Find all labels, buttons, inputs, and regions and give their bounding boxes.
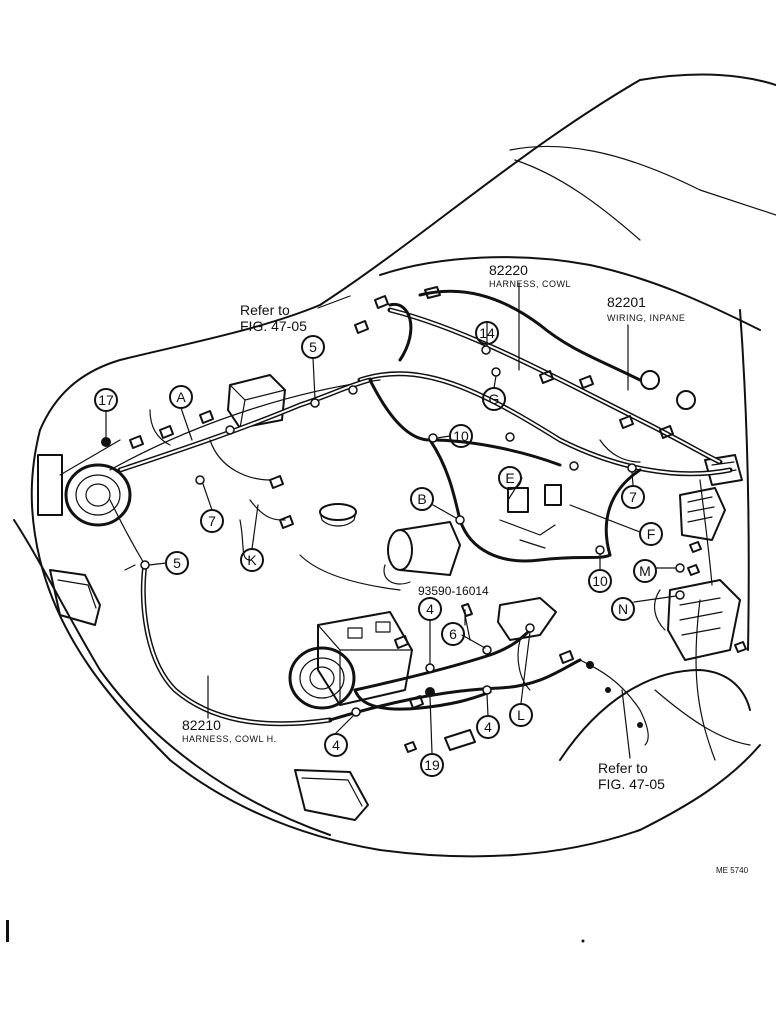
scan-speck [581, 939, 585, 943]
callout-B: B [410, 487, 434, 511]
callout-N: N [611, 597, 635, 621]
relay-box [227, 374, 286, 429]
right-headlamp [288, 646, 356, 710]
svg-text:5: 5 [309, 339, 317, 355]
callout-K: K [240, 548, 264, 572]
callout-4-right: 4 [476, 715, 500, 739]
callout-14: 14 [475, 321, 499, 345]
svg-text:N: N [618, 601, 628, 617]
callout-G: G [482, 387, 506, 411]
svg-text:F: F [647, 526, 656, 542]
svg-text:A: A [176, 389, 186, 405]
callout-A: A [169, 385, 193, 409]
leader-lines [105, 282, 677, 759]
callout-10-right: 10 [588, 569, 612, 593]
reference-top-line2: FIG. 47-05 [240, 318, 307, 334]
part-number-82220: 82220 [489, 262, 528, 278]
callout-5-left: 5 [165, 551, 189, 575]
gauge-connectors [640, 370, 696, 410]
starter-motor [383, 521, 461, 585]
part-number-93590-16014: 93590-16014 [418, 584, 489, 598]
svg-text:10: 10 [592, 573, 608, 589]
svg-text:5: 5 [173, 555, 181, 571]
harness-cowl [357, 289, 733, 477]
scan-mark [6, 920, 9, 942]
callout-5-top: 5 [301, 335, 325, 359]
callout-F: F [639, 522, 663, 546]
callout-10-center: 10 [449, 424, 473, 448]
svg-text:4: 4 [426, 601, 434, 617]
svg-text:E: E [505, 470, 514, 486]
svg-text:19: 19 [424, 757, 440, 773]
callout-7-right: 7 [621, 485, 645, 509]
junction-block [667, 579, 741, 661]
reference-bottom-line1: Refer to [598, 760, 648, 776]
svg-text:17: 17 [98, 392, 114, 408]
harness-front-right [353, 628, 649, 746]
svg-text:10: 10 [453, 428, 469, 444]
part-number-82210: 82210 [182, 717, 221, 733]
left-fog-lamp [49, 569, 101, 626]
callout-4-left: 4 [324, 733, 348, 757]
left-headlamp [37, 454, 132, 527]
label-bolt: 93590-16014 [418, 584, 489, 617]
callout-17: 17 [94, 388, 118, 412]
callout-6: 6 [441, 622, 465, 646]
callout-E: E [498, 466, 522, 490]
label-wiring-inpane: 82201 WIRING, INPANE [607, 294, 685, 323]
part-desc-harness-cowl: HARNESS, COWL [489, 279, 571, 289]
fuse-block [679, 487, 726, 541]
label-harness-cowl-h: 82210 HARNESS, COWL H. [182, 717, 277, 744]
brake-fluid-reservoir [319, 503, 357, 527]
callout-19: 19 [420, 753, 444, 777]
svg-text:6: 6 [449, 626, 457, 642]
battery [317, 611, 413, 706]
svg-text:L: L [517, 707, 525, 723]
part-desc-wiring-inpane: WIRING, INPANE [607, 313, 685, 323]
bracket-right [497, 597, 557, 641]
right-fog-lamp [294, 769, 369, 821]
part-number-82201: 82201 [607, 294, 646, 310]
reference-bottom: Refer to FIG. 47-05 [598, 760, 665, 792]
callout-4-top: 4 [418, 597, 442, 621]
svg-text:4: 4 [332, 737, 340, 753]
label-harness-cowl: 82220 HARNESS, COWL [489, 262, 571, 289]
reference-top-line1: Refer to [240, 302, 290, 318]
svg-text:G: G [489, 391, 500, 407]
callout-7-left: 7 [200, 509, 224, 533]
svg-text:7: 7 [629, 489, 637, 505]
side-marker-lamp [444, 729, 476, 751]
svg-text:K: K [247, 552, 257, 568]
svg-text:B: B [417, 491, 426, 507]
svg-text:7: 7 [208, 513, 216, 529]
drawing-code: ME 5740 [716, 866, 749, 875]
part-desc-harness-cowl-h: HARNESS, COWL H. [182, 734, 277, 744]
svg-text:4: 4 [484, 719, 492, 735]
connectors [101, 286, 747, 753]
svg-text:M: M [639, 563, 651, 579]
reference-top: Refer to FIG. 47-05 [240, 302, 307, 334]
callout-L: L [509, 703, 533, 727]
reference-bottom-line2: FIG. 47-05 [598, 776, 665, 792]
ignition-coil [507, 484, 562, 513]
callout-M: M [633, 559, 657, 583]
svg-text:14: 14 [479, 325, 495, 341]
